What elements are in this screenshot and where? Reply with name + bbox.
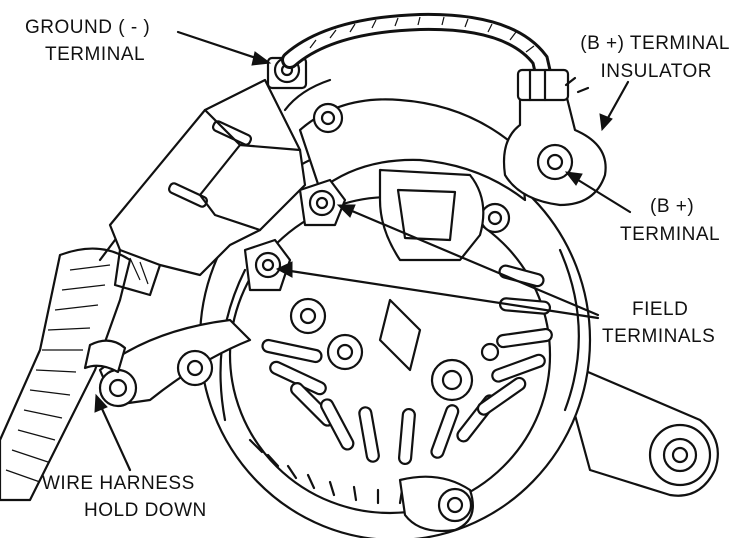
field-terminal-upper — [298, 178, 347, 227]
label-ground-terminal-line2: TERMINAL — [45, 44, 145, 65]
label-b-plus-insulator-line1: (B +) TERMINAL — [580, 33, 730, 54]
leader-lines — [94, 30, 632, 472]
label-ground-terminal-line1: GROUND ( - ) — [25, 17, 150, 38]
label-ground-terminal: GROUND ( - ) TERMINAL — [25, 17, 150, 65]
label-field-terminals-line2: TERMINALS — [602, 326, 715, 347]
label-wire-harness: WIRE HARNESS HOLD DOWN — [42, 473, 207, 521]
label-b-plus-terminal-line2: TERMINAL — [620, 224, 720, 245]
label-b-plus-terminal-line1: (B +) — [650, 196, 694, 217]
b-plus-terminal-nut — [536, 143, 574, 181]
label-field-terminals-line1: FIELD — [632, 299, 688, 320]
label-b-plus-insulator: (B +) TERMINAL INSULATOR — [580, 33, 730, 82]
b-plus-cable — [281, 12, 557, 112]
label-b-plus-insulator-line2: INSULATOR — [601, 61, 713, 82]
wire-harness — [0, 233, 142, 502]
field-terminal-lower — [243, 238, 292, 292]
cooling-slots — [261, 264, 553, 466]
regulator-connector — [108, 78, 307, 297]
label-field-terminals: FIELD TERMINALS — [602, 299, 715, 347]
label-b-plus-terminal: (B +) TERMINAL — [620, 196, 720, 245]
mounting-arm — [98, 297, 327, 408]
alternator-housing — [198, 98, 719, 538]
b-plus-terminal-insulator — [502, 68, 607, 207]
label-wire-harness-line2: HOLD DOWN — [84, 500, 207, 521]
label-wire-harness-line1: WIRE HARNESS — [42, 473, 195, 494]
